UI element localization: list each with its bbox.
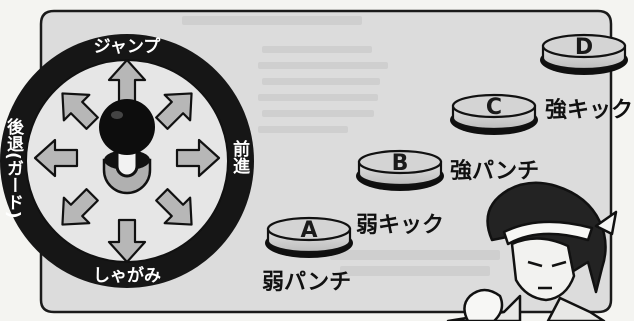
right-direction-label: 前進 — [229, 139, 250, 175]
button-b-label: 弱キック — [356, 213, 445, 238]
button-d-label: 強キック — [545, 98, 634, 123]
button-a-label: 弱パンチ — [262, 270, 352, 295]
button-d-letter: D — [575, 35, 593, 60]
button-c-letter: C — [486, 95, 502, 120]
button-a: A — [265, 216, 353, 258]
button-b: B — [356, 149, 444, 191]
button-c-label: 強パンチ — [450, 159, 540, 184]
button-c: C — [450, 93, 538, 135]
left-direction-label: 後退(ガード) — [3, 117, 24, 219]
joystick-stick-icon — [99, 99, 155, 195]
up-direction-label: ジャンプ — [94, 36, 162, 57]
joystick-diagram: ジャンプ しゃがみ 後退(ガード) 前進 — [0, 34, 254, 288]
button-a-letter: A — [300, 218, 317, 243]
faint-background-text — [182, 16, 500, 276]
button-d: D — [540, 33, 628, 75]
button-b-letter: B — [392, 151, 409, 176]
down-direction-label: しゃがみ — [93, 265, 161, 286]
fighter-character-illustration — [446, 181, 618, 321]
